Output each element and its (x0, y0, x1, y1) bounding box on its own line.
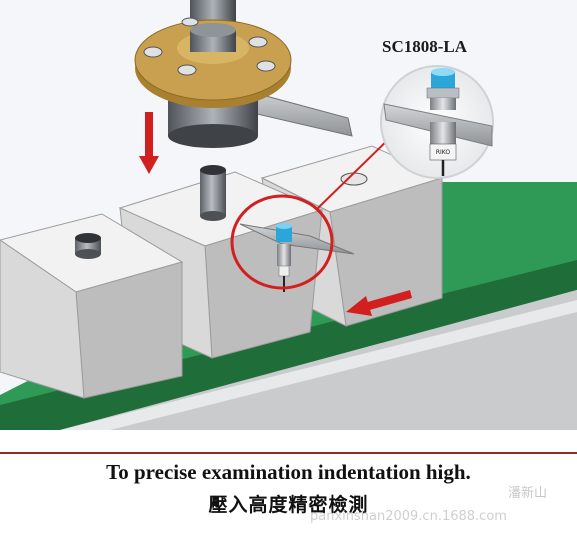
metal-block-left (0, 213, 184, 399)
model-label: SC1808-LA (382, 37, 468, 56)
caption-chinese: 壓入高度精密檢測 (208, 494, 369, 516)
caption-english: To precise examination indentation high. (106, 460, 471, 484)
scene-illustration: RIKO SC1808-LA (0, 0, 577, 430)
left-arrow-icon (346, 290, 412, 316)
pin-short (75, 233, 101, 259)
pin-tall (200, 165, 226, 221)
proximity-sensor-icon (239, 223, 355, 292)
highlight-circle (230, 194, 334, 290)
sensor-zoom-callout: RIKO (380, 65, 494, 179)
watermark-name: 潘新山 (508, 486, 548, 501)
down-arrow-icon (139, 112, 159, 174)
caption-divider (0, 452, 577, 454)
sensor-brand-label: RIKO (436, 149, 451, 156)
press-head-icon (134, 0, 353, 148)
watermark-url: panxinshan2009.cn.1688.com (310, 509, 507, 524)
